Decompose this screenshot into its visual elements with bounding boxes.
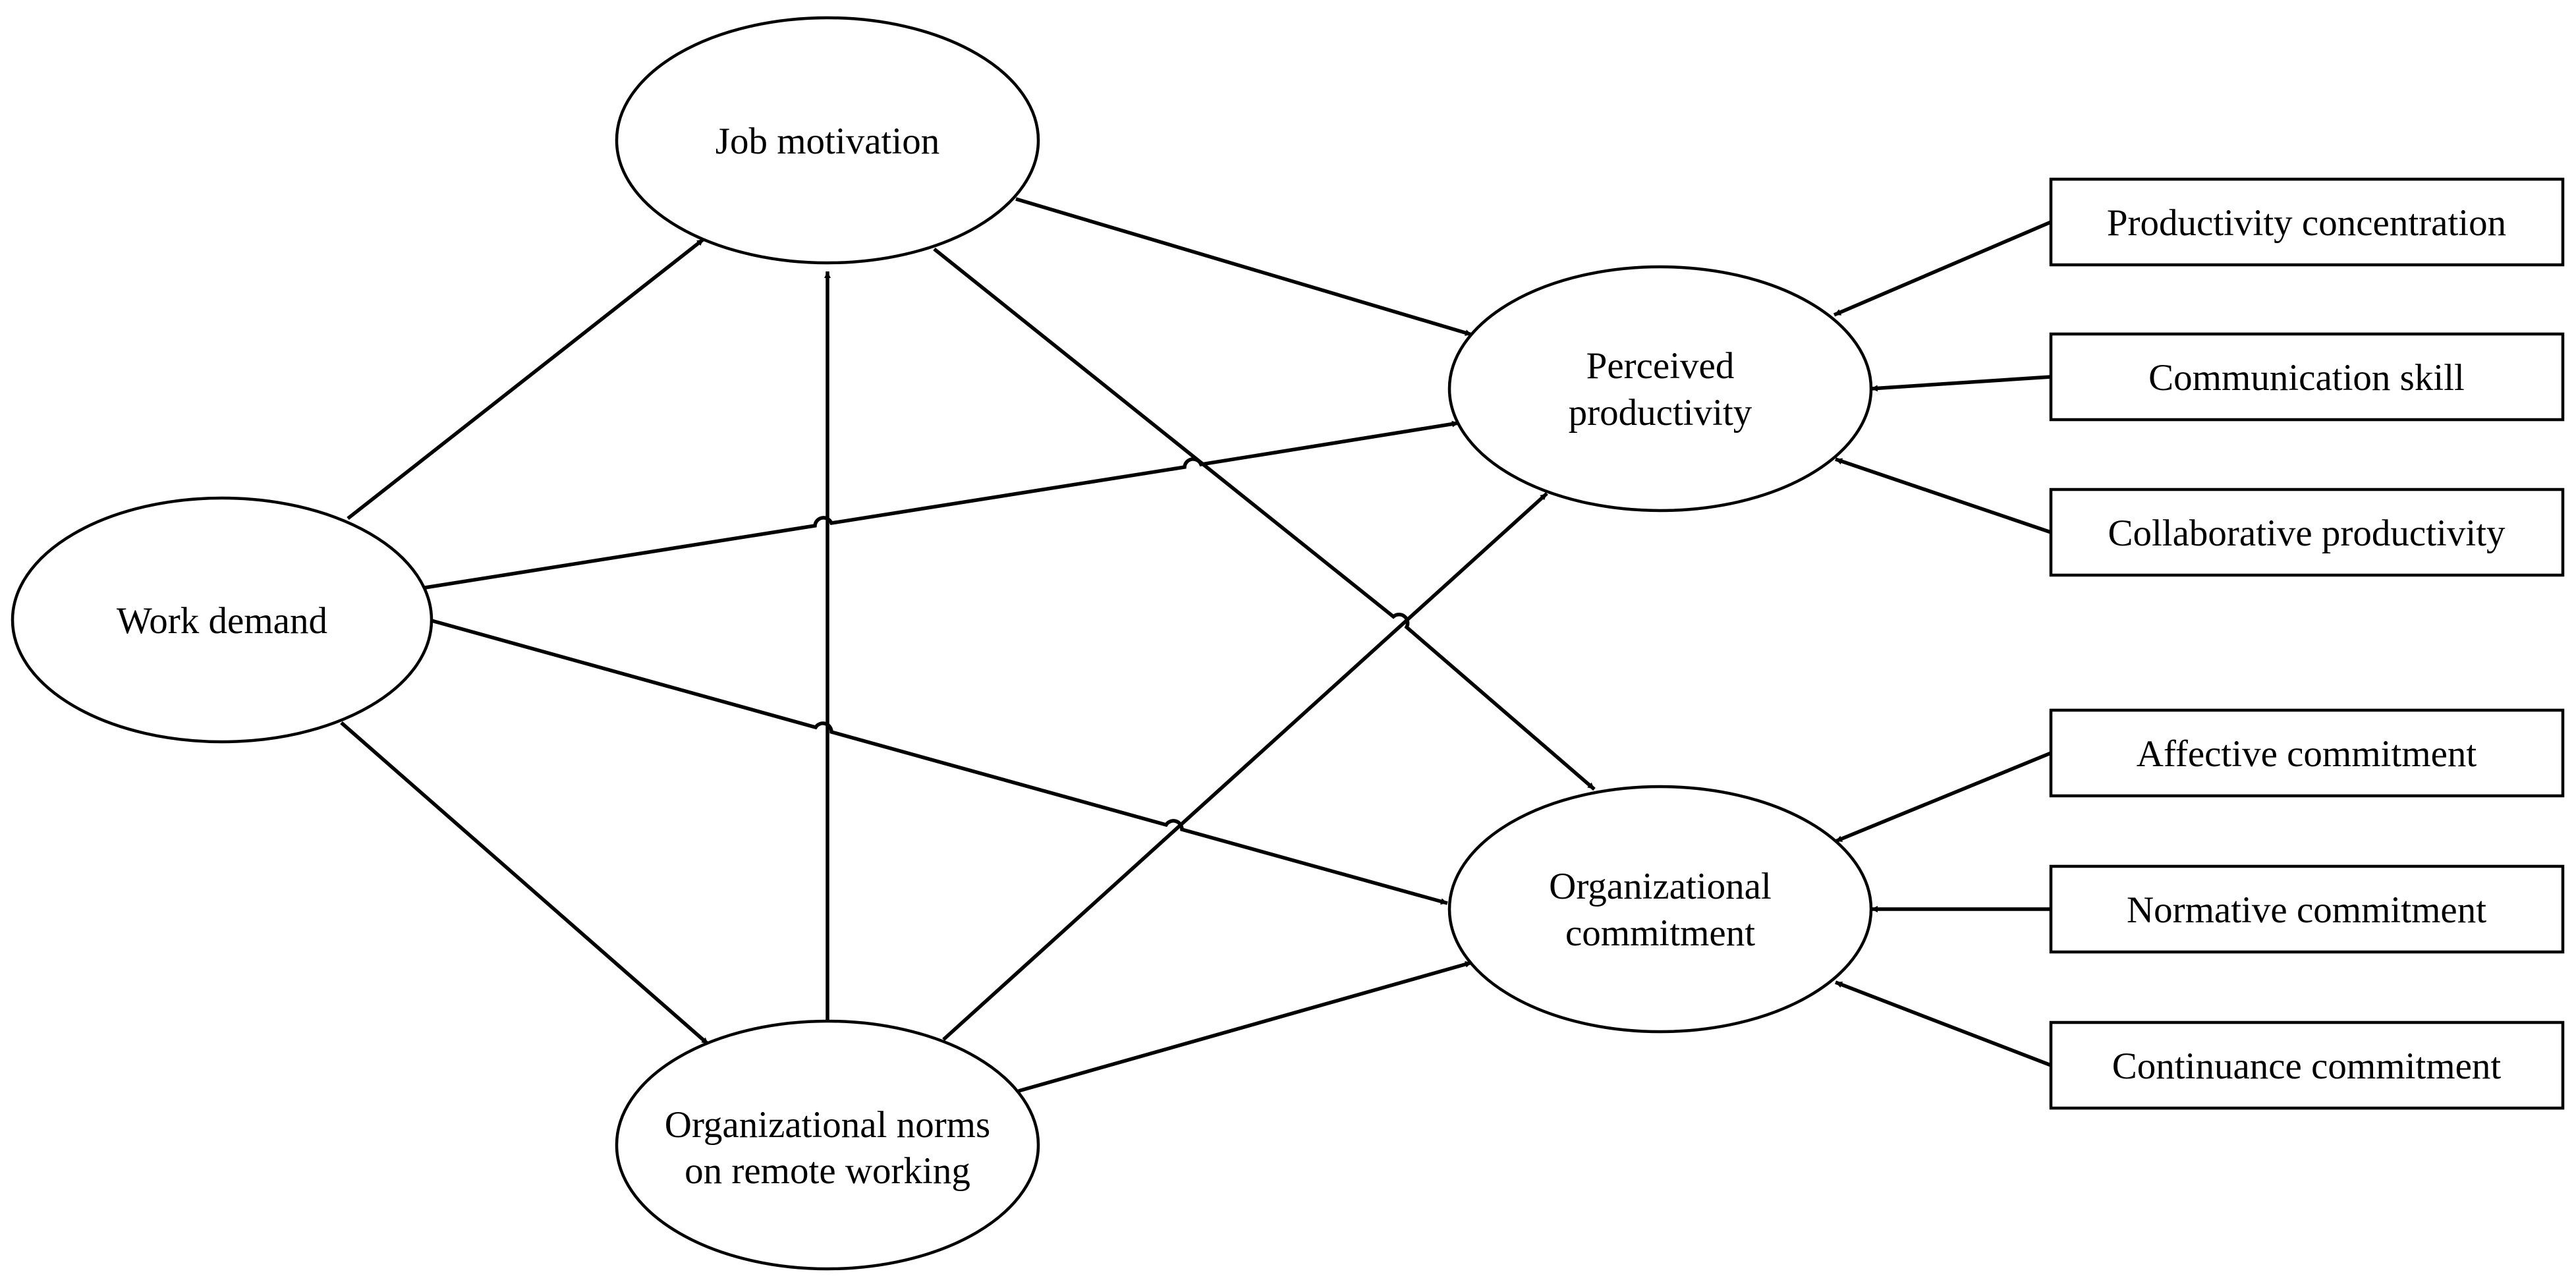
node-label-communication-skill: Communication skill: [2148, 357, 2465, 399]
nodes-layer: Job motivation Work demand Organizationa…: [11, 16, 2565, 1271]
edge-collaborative-productivity-to-perceived-productivity: [1835, 457, 2052, 534]
edge-continuance-commitment-to-org-commitment: [1835, 980, 2052, 1067]
rect-shape: [2049, 332, 2565, 422]
node-label-affective-commitment: Affective commitment: [2137, 733, 2477, 775]
node-label-org-norms-line-2: on remote working: [685, 1150, 970, 1192]
node-label-perceived-productivity-line-2: productivity: [1569, 392, 1752, 433]
ellipse-shape: [1447, 785, 1873, 1034]
node-productivity-concentration: Productivity concentration: [2049, 177, 2565, 267]
node-label-collaborative-productivity: Collaborative productivity: [2108, 513, 2506, 554]
edge-org-norms-to-perceived-productivity: [942, 491, 1548, 1042]
edge-work-demand-to-org-norms: [340, 721, 710, 1046]
edge-org-norms-to-org-commitment: [1018, 961, 1472, 1093]
node-label-org-commitment-line-1: Organizational: [1549, 866, 1772, 907]
edges-layer: [340, 197, 2052, 1093]
edge-work-demand-to-perceived-productivity: [424, 420, 1459, 590]
node-affective-commitment: Affective commitment: [2049, 708, 2565, 798]
edge-communication-skill-to-perceived-productivity: [1870, 375, 2052, 392]
node-label-perceived-productivity-line-1: Perceived: [1586, 345, 1735, 387]
edge-work-demand-to-org-commitment: [431, 619, 1448, 905]
node-label-org-norms-line-1: Organizational norms: [665, 1104, 990, 1146]
node-collaborative-productivity: Collaborative productivity: [2049, 488, 2565, 577]
node-org-commitment: Organizational commitment: [1447, 785, 1873, 1034]
node-label-productivity-concentration: Productivity concentration: [2107, 202, 2506, 244]
rect-shape: [2049, 488, 2565, 577]
edge-work-demand-to-job-motivation: [347, 237, 705, 520]
node-communication-skill: Communication skill: [2049, 332, 2565, 422]
ellipse-shape: [1447, 265, 1873, 513]
edge-job-motivation-to-perceived-productivity: [1015, 197, 1472, 337]
rect-shape: [2049, 864, 2565, 954]
rect-shape: [2049, 177, 2565, 267]
node-label-job-motivation: Job motivation: [715, 121, 939, 162]
ellipse-shape: [615, 16, 1040, 265]
rect-shape: [2049, 708, 2565, 798]
node-label-continuance-commitment: Continuance commitment: [2112, 1046, 2502, 1087]
node-perceived-productivity: Perceived productivity: [1447, 265, 1873, 513]
node-label-work-demand: Work demand: [117, 600, 327, 642]
ellipse-shape: [615, 1019, 1040, 1271]
edge-productivity-concentration-to-perceived-productivity: [1833, 220, 2052, 317]
ellipse-shape: [11, 496, 434, 744]
edge-affective-commitment-to-org-commitment: [1834, 751, 2052, 843]
node-continuance-commitment: Continuance commitment: [2049, 1020, 2565, 1110]
node-job-motivation: Job motivation: [615, 16, 1040, 265]
node-normative-commitment: Normative commitment: [2049, 864, 2565, 954]
rect-shape: [2049, 1020, 2565, 1110]
node-label-org-commitment-line-2: commitment: [1565, 912, 1755, 954]
node-work-demand: Work demand: [11, 496, 434, 744]
edge-job-motivation-to-org-commitment: [933, 247, 1596, 791]
node-org-norms: Organizational norms on remote working: [615, 1019, 1040, 1271]
node-label-normative-commitment: Normative commitment: [2127, 889, 2486, 931]
